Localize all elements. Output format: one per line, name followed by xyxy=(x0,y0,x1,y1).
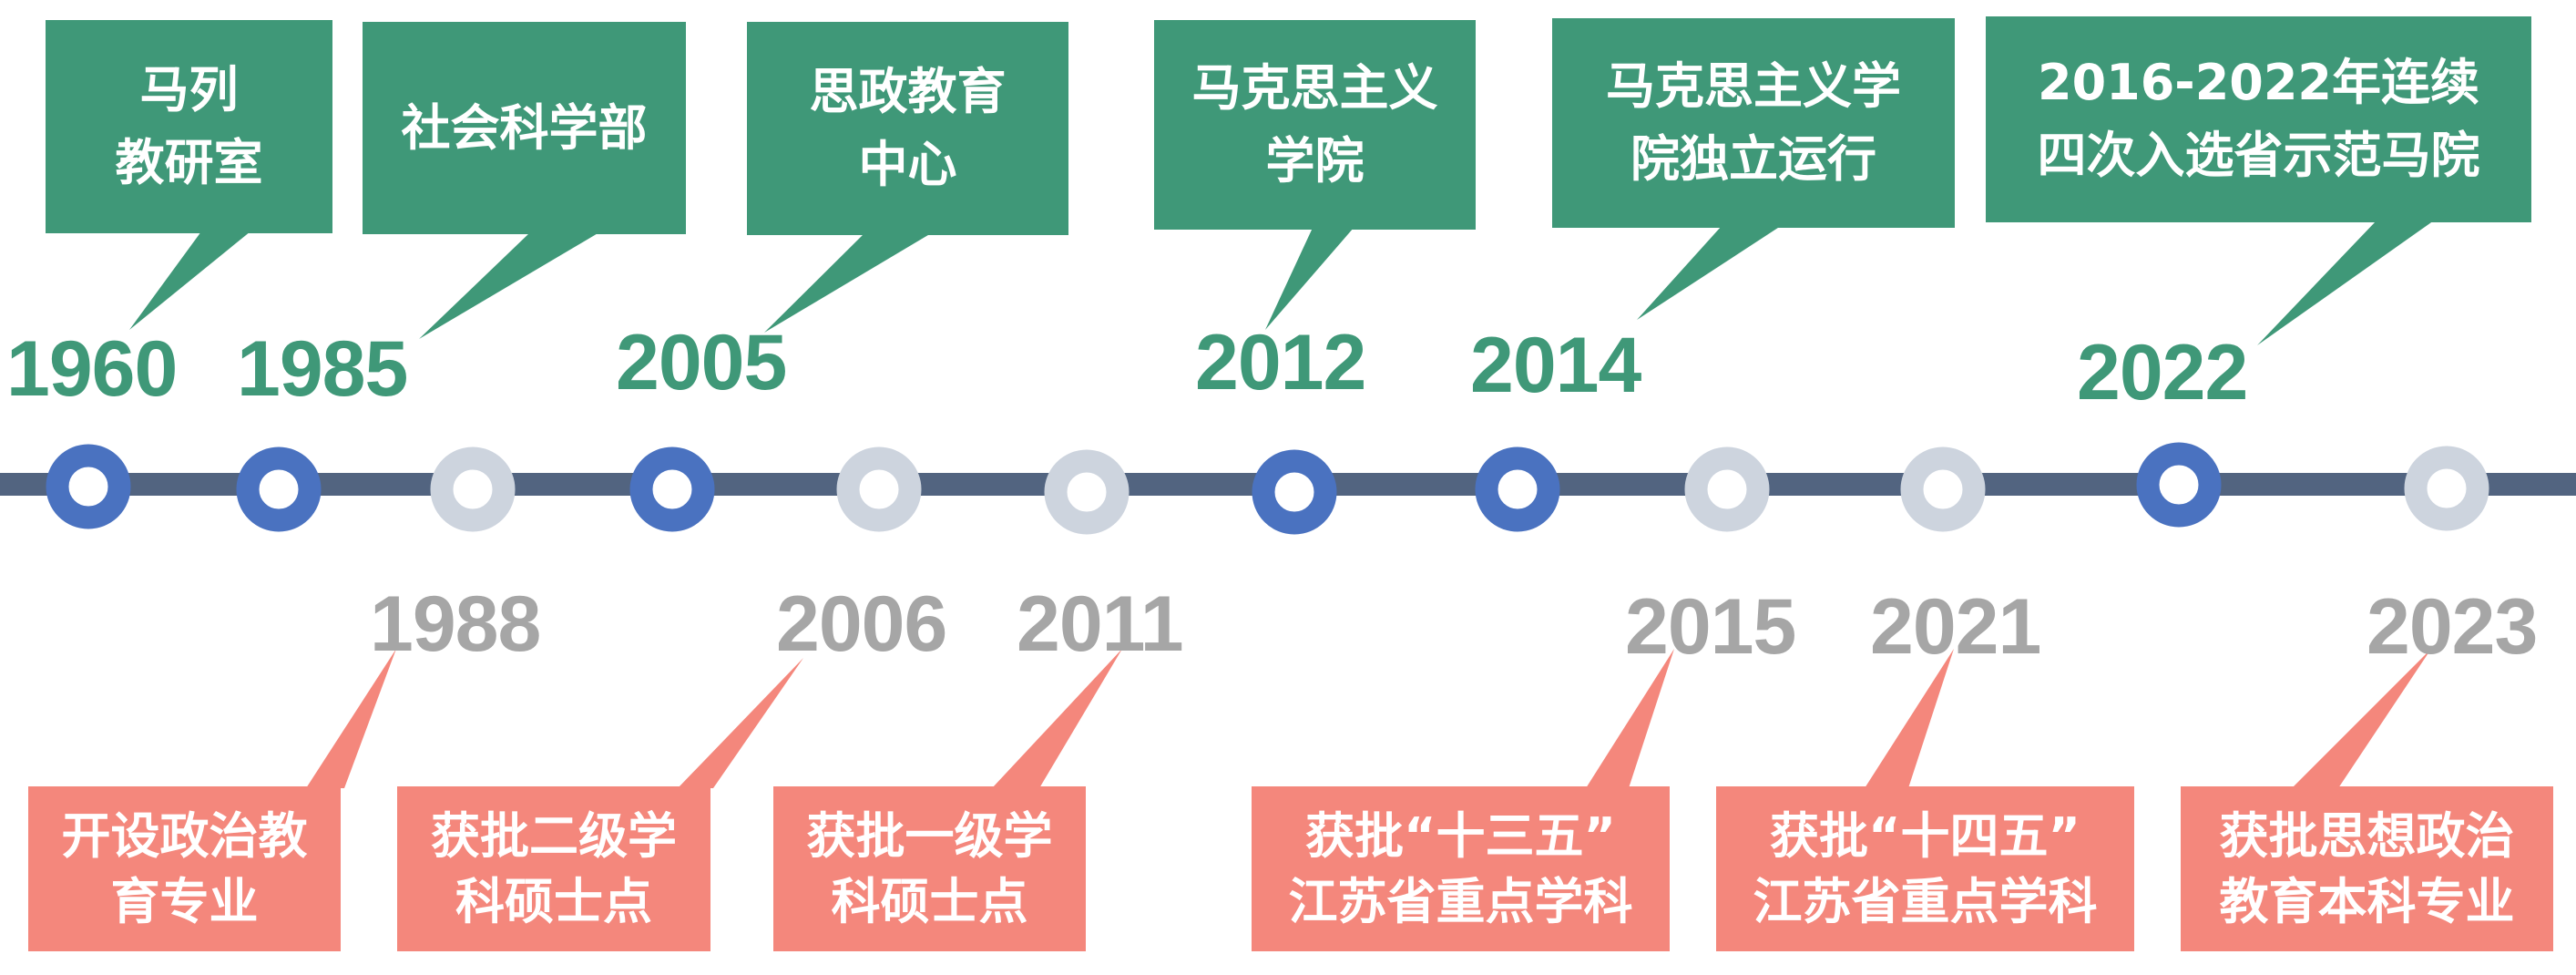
event-box-2006: 获批二级学 科硕士点 xyxy=(397,786,710,951)
event-box-2012: 马克思主义 学院 xyxy=(1154,20,1476,230)
year-label-2012: 2012 xyxy=(1195,319,1366,406)
callout-tail-1985 xyxy=(419,232,599,339)
callout-tail-2015 xyxy=(1586,649,1674,788)
event-text-line: 获批“十三五” xyxy=(1305,806,1616,865)
year-label-2011: 2011 xyxy=(1017,580,1184,668)
year-label-2022: 2022 xyxy=(2077,329,2248,416)
event-text-line: 江苏省重点学科 xyxy=(1288,872,1633,930)
event-text-line: 科硕士点 xyxy=(455,872,652,930)
marker-1985 xyxy=(236,446,322,532)
marker-2023 xyxy=(2404,446,2489,531)
year-label-1988: 1988 xyxy=(370,580,541,668)
marker-1988 xyxy=(430,446,516,532)
event-text-line: 教研室 xyxy=(115,134,263,191)
event-text-line: 科硕士点 xyxy=(831,872,1028,930)
year-label-2021: 2021 xyxy=(1870,583,2041,671)
year-label-2014: 2014 xyxy=(1470,322,1641,409)
marker-2006 xyxy=(836,446,922,532)
year-label-2015: 2015 xyxy=(1625,583,1796,671)
callout-tail-1960 xyxy=(129,231,250,330)
event-text-line: 教育本科专业 xyxy=(2219,872,2515,930)
callout-tail-2005 xyxy=(764,232,933,333)
marker-2021 xyxy=(1900,446,1986,532)
year-label-1960: 1960 xyxy=(6,325,178,413)
marker-2011 xyxy=(1044,449,1130,535)
event-text-line: 江苏省重点学科 xyxy=(1753,872,2098,930)
event-text-line: 马列 xyxy=(139,61,239,118)
event-box-2022: 2016-2022年连续 四次入选省示范马院 xyxy=(1986,16,2531,222)
event-text-line: 思政教育 xyxy=(809,63,1007,120)
event-text-line: 马克思主义 xyxy=(1191,59,1438,117)
event-box-2014: 马克思主义学 院独立运行 xyxy=(1552,18,1955,228)
year-label-2005: 2005 xyxy=(616,319,787,406)
event-text-line: 获批一级学 xyxy=(806,806,1053,865)
marker-2012 xyxy=(1252,449,1337,535)
callout-tail-2011 xyxy=(992,649,1122,788)
marker-2015 xyxy=(1684,446,1770,532)
event-text-line: 学院 xyxy=(1265,132,1365,190)
marker-2014 xyxy=(1475,446,1560,532)
marker-1960 xyxy=(46,444,131,529)
event-text-line: 开设政治教 xyxy=(61,806,308,865)
event-box-2015: 获批“十三五” 江苏省重点学科 xyxy=(1252,786,1670,951)
event-text-line: 院独立运行 xyxy=(1630,130,1876,188)
event-box-2021: 获批“十四五” 江苏省重点学科 xyxy=(1716,786,2134,951)
event-text-line: 2016-2022年连续 xyxy=(2038,54,2479,111)
event-text-line: 四次入选省示范马院 xyxy=(2037,127,2480,184)
event-box-2011: 获批一级学 科硕士点 xyxy=(773,786,1086,951)
year-label-2006: 2006 xyxy=(776,580,947,668)
event-text-line: 中心 xyxy=(858,136,957,193)
marker-2005 xyxy=(629,446,715,532)
callout-tail-2006 xyxy=(678,658,803,788)
event-text-line: 获批二级学 xyxy=(431,806,677,865)
event-text-line: 马克思主义学 xyxy=(1606,57,1901,115)
event-box-1960: 马列 教研室 xyxy=(46,20,332,233)
callout-tail-2012 xyxy=(1265,228,1354,330)
year-label-2023: 2023 xyxy=(2366,583,2538,671)
event-text-line: 社会科学部 xyxy=(401,98,648,157)
event-text-line: 育专业 xyxy=(110,872,259,930)
event-box-1985: 社会科学部 xyxy=(363,22,686,234)
marker-2022 xyxy=(2136,442,2222,528)
event-text-line: 获批“十四五” xyxy=(1770,806,2080,865)
callout-tail-1988 xyxy=(306,649,396,788)
callout-tail-2022 xyxy=(2257,221,2434,345)
event-box-2023: 获批思想政治 教育本科专业 xyxy=(2181,786,2553,951)
callout-tail-2021 xyxy=(1865,649,1954,788)
event-text-line: 获批思想政治 xyxy=(2219,806,2515,865)
callout-tail-2014 xyxy=(1637,226,1781,320)
event-box-2005: 思政教育 中心 xyxy=(747,22,1068,235)
event-box-1988: 开设政治教 育专业 xyxy=(28,786,341,951)
year-label-1985: 1985 xyxy=(237,325,408,413)
callout-tail-2023 xyxy=(2292,649,2431,788)
